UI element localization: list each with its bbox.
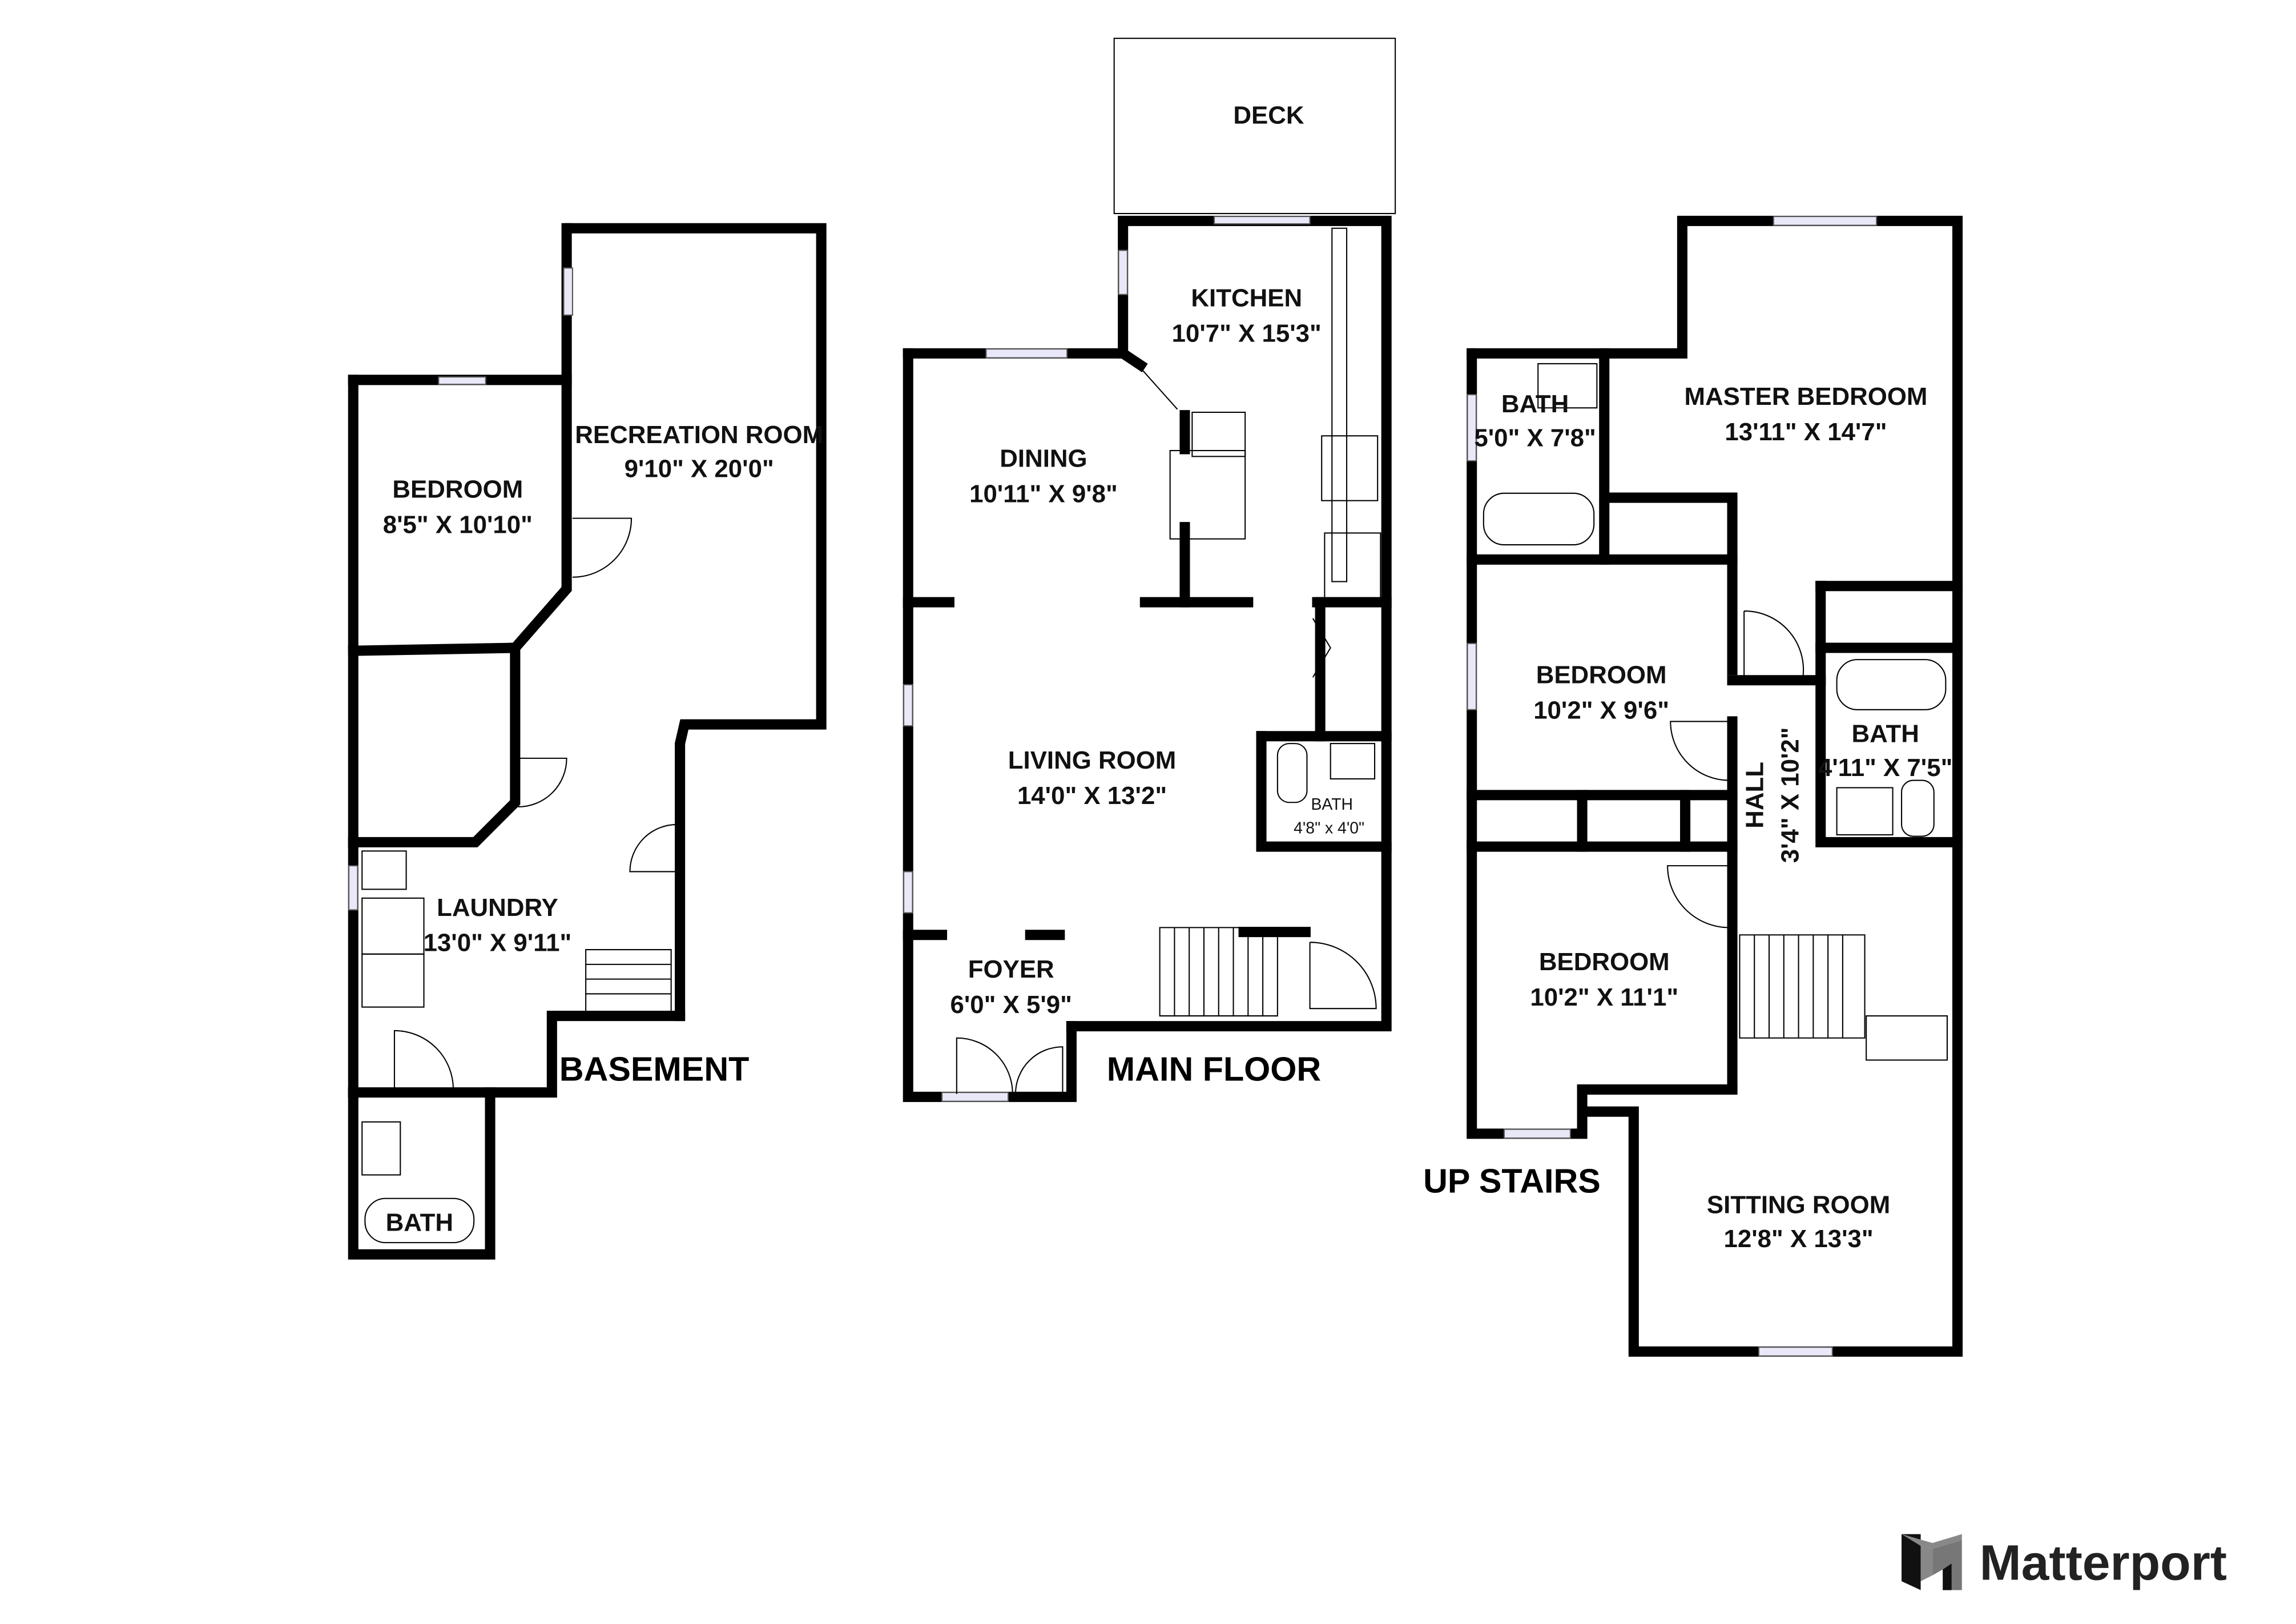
basement-plan: RECREATION ROOM 9'10" X 20'0" BEDROOM 8'… bbox=[348, 223, 827, 1260]
room-name: SITTING ROOM bbox=[1707, 1191, 1890, 1219]
room-name: BATH bbox=[1311, 795, 1354, 814]
matterport-logo: Matterport bbox=[1902, 1534, 2227, 1591]
room-size: 9'10" X 20'0" bbox=[625, 455, 774, 483]
room-name: FOYER bbox=[968, 955, 1054, 983]
matterport-logo-icon bbox=[1902, 1534, 1962, 1590]
room-size: 4'8" x 4'0" bbox=[1294, 819, 1364, 837]
room-name: MASTER BEDROOM bbox=[1684, 383, 1927, 411]
main-floor-plan: DECK KITCHEN 10'7" X 15'3" DINING 10'11"… bbox=[903, 38, 1396, 1102]
matterport-wordmark: Matterport bbox=[1980, 1535, 2227, 1591]
room-size: 3'4" X 10'2" bbox=[1777, 727, 1804, 863]
room-name: KITCHEN bbox=[1191, 284, 1302, 312]
room-size: 8'5" X 10'10" bbox=[383, 510, 533, 538]
room-size: 6'0" X 5'9" bbox=[950, 991, 1072, 1019]
room-size: 10'11" X 9'8" bbox=[969, 480, 1118, 508]
room-name: BEDROOM bbox=[1539, 948, 1670, 976]
room-size: 13'0" X 9'11" bbox=[424, 929, 572, 957]
room-size: 13'11" X 14'7" bbox=[1725, 418, 1887, 446]
room-size: 14'0" X 13'2" bbox=[1017, 782, 1167, 810]
room-name: LIVING ROOM bbox=[1008, 746, 1177, 774]
room-name: DECK bbox=[1233, 102, 1304, 130]
floor-title: MAIN FLOOR bbox=[1107, 1050, 1321, 1088]
room-name: RECREATION ROOM bbox=[575, 421, 823, 449]
room-name: HALL bbox=[1741, 762, 1769, 829]
room-size: 10'2" X 9'6" bbox=[1533, 696, 1669, 724]
room-name: BEDROOM bbox=[1536, 661, 1667, 689]
room-name: BATH bbox=[1501, 390, 1569, 418]
room-name: BATH bbox=[386, 1208, 453, 1236]
floor-title: BASEMENT bbox=[559, 1050, 750, 1088]
room-name: LAUNDRY bbox=[437, 894, 558, 922]
room-size: 4'11" X 7'5" bbox=[1818, 754, 1952, 782]
room-size: 5'0" X 7'8" bbox=[1474, 424, 1596, 452]
room-name: BATH bbox=[1851, 720, 1919, 748]
room-name: DINING bbox=[1000, 444, 1087, 472]
upstairs-plan: BATH 5'0" X 7'8" MASTER BEDROOM 13'11" X… bbox=[1423, 215, 1963, 1357]
floor-title: UP STAIRS bbox=[1423, 1161, 1601, 1200]
room-name: BEDROOM bbox=[392, 476, 523, 504]
room-size: 12'8" X 13'3" bbox=[1723, 1225, 1873, 1253]
room-size: 10'7" X 15'3" bbox=[1172, 319, 1322, 347]
room-size: 10'2" X 11'1" bbox=[1530, 983, 1678, 1011]
